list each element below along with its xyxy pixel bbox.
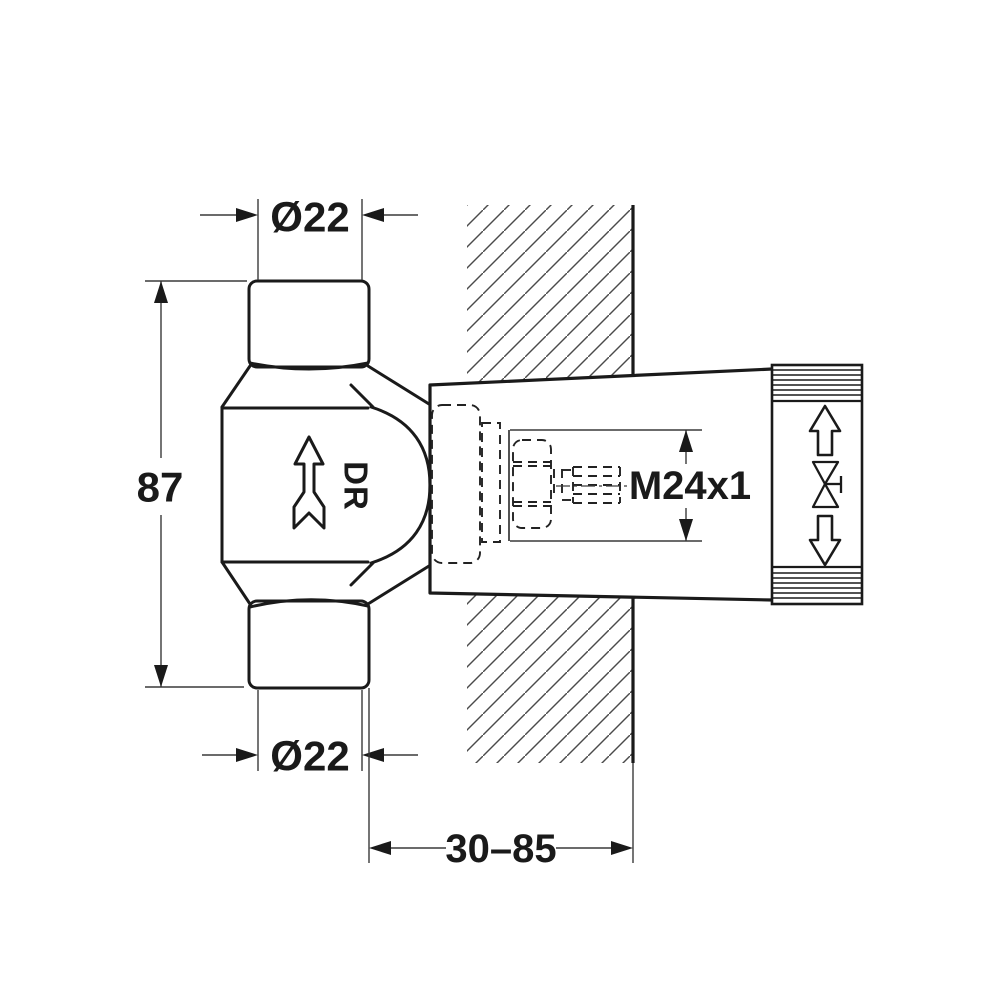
arrowhead [362, 208, 384, 222]
shutoff-valve-bowtie-icon [811, 482, 840, 509]
dimension-body-height [145, 280, 247, 688]
top-diameter-label: Ø22 [270, 194, 349, 241]
flow-direction-arrow-icon [292, 435, 326, 530]
chamfer-bottom-right [366, 564, 431, 606]
bottom-neck-curve [248, 598, 370, 609]
arrowhead [369, 841, 391, 855]
sleeve-outline [428, 367, 773, 602]
down-arrow-icon [808, 514, 842, 567]
body-height-label: 87 [137, 464, 184, 511]
bottom-diameter-label: Ø22 [270, 733, 349, 780]
up-arrow-icon [808, 404, 842, 457]
dimension-top-diameter [200, 199, 418, 280]
arrowhead [236, 208, 258, 222]
flow-marking-label: DR [338, 461, 375, 511]
cap-outline [770, 363, 864, 606]
shutoff-valve-bowtie-icon [811, 460, 840, 486]
cap-symbols [808, 404, 843, 567]
arrowhead [611, 841, 633, 855]
barrel-outline [220, 406, 370, 564]
top-neck-curve [248, 361, 370, 371]
chamfer-top-right [366, 364, 431, 406]
hidden-flange-outline [481, 422, 501, 543]
arrowhead [154, 281, 168, 303]
installation-depth-label: 30–85 [445, 827, 556, 871]
protection-cap [770, 363, 864, 606]
dimension-spindle-thread [510, 429, 702, 542]
dome-break-top [349, 383, 375, 409]
arrowhead [236, 748, 258, 762]
arrowhead [362, 748, 384, 762]
cap-knurl-bottom [772, 565, 862, 599]
cap-knurl-top [772, 369, 862, 403]
sleeve-face [430, 369, 772, 600]
arrowhead [679, 430, 693, 452]
dimension-bottom-diameter [202, 690, 418, 771]
hidden-cartridge-internals [431, 404, 621, 564]
top-inlet-stub [247, 279, 371, 369]
bottom-outlet-stub [247, 599, 371, 690]
arrowhead [154, 665, 168, 687]
dome-break-bottom [349, 561, 375, 587]
dimension-installation-depth [368, 688, 634, 863]
valve-body [220, 279, 432, 690]
hidden-dome-outline [431, 404, 481, 564]
protective-sleeve [428, 367, 773, 602]
spindle-thread-label: M24x1 [629, 464, 751, 508]
arrowhead [679, 519, 693, 541]
chamfer-bottom-left [220, 560, 252, 606]
hidden-cartridge-outline [512, 439, 552, 529]
chamfer-top-left [220, 364, 252, 409]
